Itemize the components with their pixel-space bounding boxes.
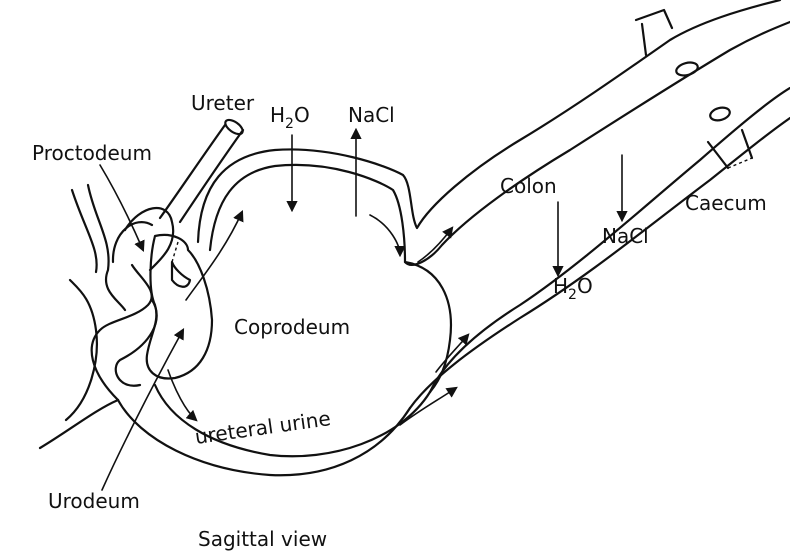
caecum-lower-stub: [708, 130, 752, 168]
urodeum-papilla: [172, 262, 190, 287]
label-h2o-right-base: H: [553, 274, 568, 298]
proctodeum-folds: [72, 185, 173, 400]
leader-proctodeum: [100, 165, 143, 250]
label-urodeum: Urodeum: [48, 489, 140, 513]
ureter-opening: [223, 117, 245, 137]
label-h2o-top-sub: 2: [285, 116, 294, 132]
label-ureter: Ureter: [191, 91, 255, 115]
label-colon: Colon: [500, 174, 557, 198]
label-nacl-top: NaCl: [348, 103, 395, 127]
label-proctodeum: Proctodeum: [32, 141, 152, 165]
urodeum-chamber: [147, 235, 212, 379]
label-h2o-right: H2O: [553, 274, 593, 303]
label-caecum: Caecum: [685, 191, 767, 215]
caption-sagittal-view: Sagittal view: [198, 527, 327, 551]
caecum-upper-stub: [636, 10, 672, 55]
label-h2o-top-base: H: [270, 103, 285, 127]
label-nacl-right: NaCl: [602, 224, 649, 248]
label-ureteral-urine: ureteral urine: [193, 406, 332, 449]
label-coprodeum: Coprodeum: [234, 315, 350, 339]
label-h2o-top: H2O: [270, 103, 310, 132]
ureter-tube: [160, 125, 243, 222]
caecum-lower-opening: [709, 106, 731, 123]
flow-arrow-coprodeum-top: [370, 215, 400, 255]
vent-lips: [40, 280, 118, 448]
caecum-upper-opening: [675, 60, 699, 77]
colon-outer-lower-wall: [410, 118, 790, 408]
flow-arrow-colon-top: [418, 228, 452, 262]
urodeum-papilla-dash: [172, 242, 178, 262]
colon-inner-upper-wall: [210, 22, 790, 265]
label-h2o-right-sub: 2: [568, 287, 577, 303]
label-h2o-right-tail: O: [577, 274, 593, 298]
label-h2o-top-tail: O: [294, 103, 310, 127]
